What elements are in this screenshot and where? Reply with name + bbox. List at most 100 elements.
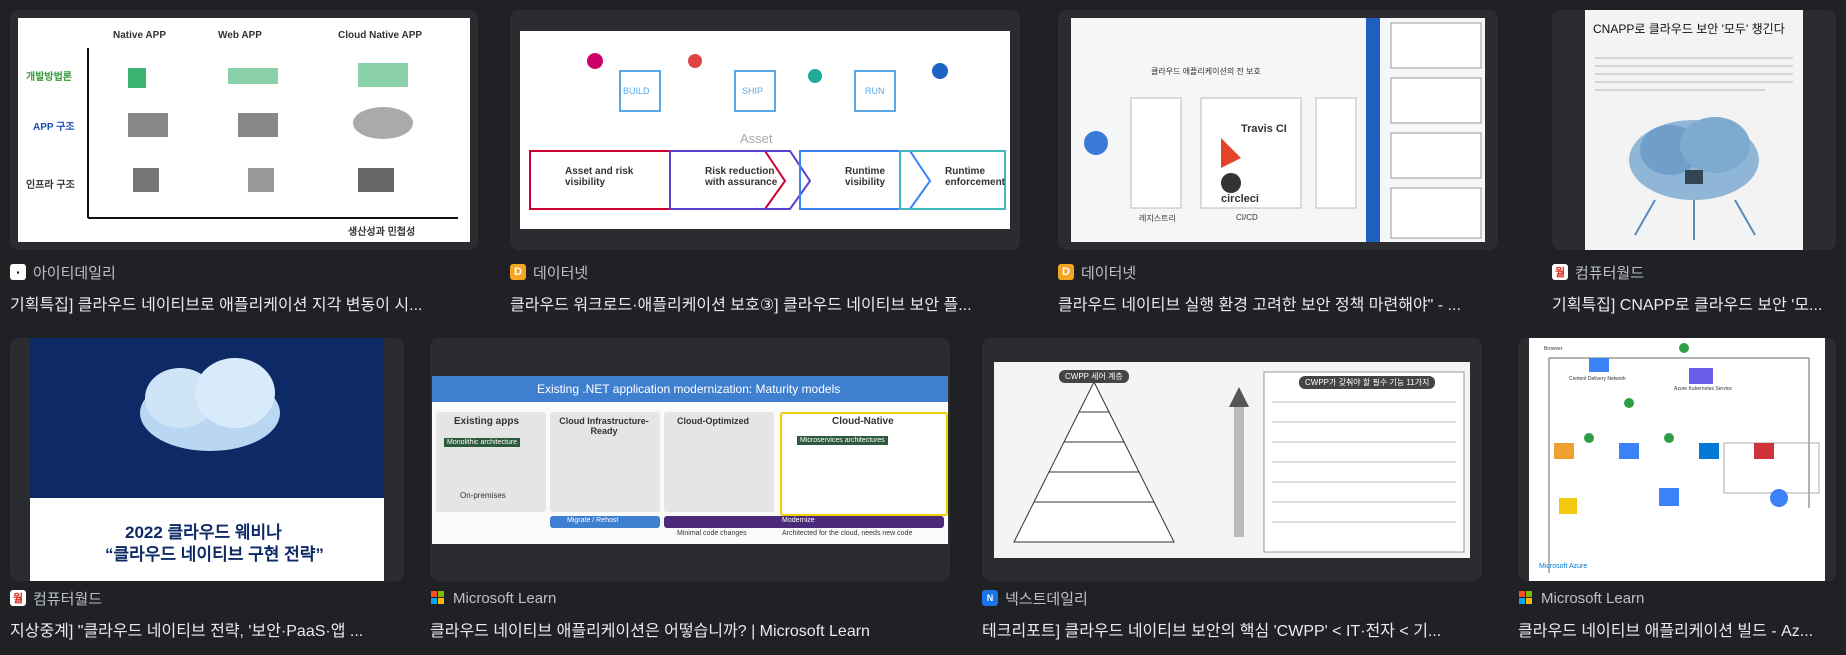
itdaily-icon: ▪ <box>10 264 26 280</box>
thumb-label: RUN <box>865 86 885 96</box>
result-source-1[interactable]: ▪ 아이티데일리 <box>10 262 478 282</box>
source-name: 아이티데일리 <box>33 264 116 282</box>
result-source-3[interactable]: D 데이터넷 <box>1058 262 1498 282</box>
security-pipeline-diagram <box>529 53 1006 210</box>
maturity-col-native <box>780 411 948 516</box>
thumb-label: On-premises <box>460 490 506 500</box>
maturity-header <box>432 375 948 402</box>
result-title-4[interactable]: 기획특집] CNAPP로 클라우드 보안 '모... <box>1552 297 1823 314</box>
result-card-4[interactable]: CNAPP로 클라우드 보안 '모두' 챙긴다 월 컴퓨터월드 기획특집] CN… <box>1552 10 1836 314</box>
result-thumbnail-3[interactable]: Travis CI circleci CI/CD 레지스트리 클라우드 애플리케… <box>1058 10 1498 250</box>
thumb-label: Cloud-Optimized <box>677 415 749 426</box>
thumb-label: BUILD <box>623 86 650 96</box>
thumb-label: Architected for the cloud, needs new cod… <box>782 529 913 537</box>
thumb-label: Existing .NET application modernization:… <box>537 381 841 396</box>
thumb-label: circleci <box>1221 193 1259 205</box>
thumb-label: Azure Kubernetes Service <box>1674 386 1733 392</box>
thumb-label: SHIP <box>742 86 764 96</box>
thumb-label: 레지스트리 <box>1139 214 1176 223</box>
source-name: 컴퓨터월드 <box>1575 264 1645 282</box>
thumb-label: Minimal code changes <box>677 529 747 537</box>
result-source-7[interactable]: N 넥스트데일리 <box>982 588 1482 608</box>
source-name: 데이터넷 <box>533 264 589 282</box>
datanet-icon: D <box>510 264 526 280</box>
result-thumbnail-5[interactable]: 2022 클라우드 웨비나 “클라우드 네이티브 구현 전략” <box>10 338 404 581</box>
computerworld-icon: 월 <box>10 590 26 606</box>
result-title-2[interactable]: 클라우드 워크로드·애플리케이션 보호③] 클라우드 네이티브 보안 플... <box>510 297 972 314</box>
result-title-3[interactable]: 클라우드 네이티브 실행 환경 고려한 보안 정책 마련해야" - ... <box>1058 297 1461 314</box>
thumb-label: Cloud-Native <box>832 415 894 427</box>
result-title-5[interactable]: 지상중계] "클라우드 네이티브 전략, '보안·PaaS·앱 ... <box>10 623 364 640</box>
thumb-label: Browser <box>1544 346 1563 352</box>
result-source-4[interactable]: 월 컴퓨터월드 <box>1552 262 1836 282</box>
result-card-6[interactable]: Existing .NET application modernization:… <box>430 338 950 640</box>
result-card-7[interactable]: CWPP 세어 계층 CWPP가 갖춰야 할 필수 기능 11가지 N 넥스트데… <box>982 338 1482 640</box>
thumb-label: CNAPP로 클라우드 보안 '모두' 챙긴다 <box>1593 22 1785 36</box>
migrate-bar <box>550 515 660 528</box>
source-name: 컴퓨터월드 <box>33 590 103 608</box>
modernize-bar <box>664 515 944 528</box>
result-source-2[interactable]: D 데이터넷 <box>510 262 1020 282</box>
result-thumbnail-2[interactable]: BUILD SHIP RUN Asset Asset and risk visi… <box>510 10 1020 250</box>
thumb-label: “클라우드 네이티브 구현 전략” <box>105 545 324 564</box>
thumb-label: 클라우드 애플리케이션의 전 보호 <box>1151 67 1261 76</box>
result-thumbnail-4[interactable]: CNAPP로 클라우드 보안 '모두' 챙긴다 <box>1552 10 1836 250</box>
thumb-label: Runtime enforcement <box>945 166 1006 188</box>
computerworld-icon: 월 <box>1552 264 1568 280</box>
result-source-6[interactable]: Microsoft Learn <box>430 588 950 608</box>
result-card-3[interactable]: Travis CI circleci CI/CD 레지스트리 클라우드 애플리케… <box>1058 10 1498 314</box>
thumb-label: Travis CI <box>1241 123 1287 135</box>
thumb-label: Asset <box>740 131 773 146</box>
microsoft-icon <box>1518 590 1534 606</box>
thumb-label: 인프라 구조 <box>26 180 75 191</box>
thumb-label: Modernize <box>782 516 815 524</box>
result-title-8[interactable]: 클라우드 네이티브 애플리케이션 빌드 - Az... <box>1518 623 1814 640</box>
maturity-col-optimized <box>664 411 774 512</box>
azure-architecture-diagram <box>1548 343 1820 573</box>
result-title-6[interactable]: 클라우드 네이티브 애플리케이션은 어떻습니까? | Microsoft Lea… <box>430 623 870 640</box>
source-name: 넥스트데일리 <box>1005 590 1088 608</box>
thumb-label: Asset and risk visibility <box>565 166 634 188</box>
thumb-label: Migrate / Rehost <box>567 516 619 524</box>
result-thumbnail-6[interactable]: Existing .NET application modernization:… <box>430 338 950 581</box>
result-card-5[interactable]: 2022 클라우드 웨비나 “클라우드 네이티브 구현 전략” 월 컴퓨터월드 … <box>10 338 404 640</box>
result-card-2[interactable]: BUILD SHIP RUN Asset Asset and risk visi… <box>510 10 1020 314</box>
result-thumbnail-8[interactable]: Browser Content Delivery Network Azure K… <box>1518 338 1836 581</box>
cwpp-pyramid-diagram <box>1013 371 1465 552</box>
result-card-1[interactable]: Native APP Web APP Cloud Native APP 개발방법… <box>10 10 478 314</box>
nextdaily-icon: N <box>982 590 998 606</box>
source-name: Microsoft Learn <box>1541 589 1645 607</box>
thumb-label: Web APP <box>218 30 262 41</box>
result-title-7[interactable]: 테크리포트] 클라우드 네이티브 보안의 핵심 'CWPP' < IT·전자 <… <box>982 623 1442 640</box>
cloud-evolution-diagram <box>87 48 458 219</box>
result-thumbnail-7[interactable]: CWPP 세어 계층 CWPP가 갖춰야 할 필수 기능 11가지 <box>982 338 1482 581</box>
result-source-8[interactable]: Microsoft Learn <box>1518 588 1836 608</box>
source-name: 데이터넷 <box>1081 264 1137 282</box>
result-card-8[interactable]: Browser Content Delivery Network Azure K… <box>1518 338 1836 640</box>
thumb-label: Existing apps <box>454 415 520 427</box>
maturity-col-existing <box>436 411 546 512</box>
datanet-icon: D <box>1058 264 1074 280</box>
cloud-webinar-banner <box>30 338 384 581</box>
result-source-5[interactable]: 월 컴퓨터월드 <box>10 588 404 608</box>
result-thumbnail-1[interactable]: Native APP Web APP Cloud Native APP 개발방법… <box>10 10 478 250</box>
thumb-label: CWPP가 갖춰야 할 필수 기능 11가지 <box>1299 375 1436 389</box>
source-name: Microsoft Learn <box>453 589 557 607</box>
thumb-label: Native APP <box>113 30 166 41</box>
cloud-security-illustration <box>1595 57 1793 240</box>
thumb-label: Cloud Infrastructure-Ready <box>559 415 649 436</box>
thumb-label: Risk reduction with assurance <box>705 166 778 188</box>
result-title-1[interactable]: 기획특집] 클라우드 네이티브로 애플리케이션 지각 변동이 시... <box>10 297 423 314</box>
cicd-security-diagram <box>1071 18 1485 242</box>
thumb-label: Content Delivery Network <box>1569 376 1626 382</box>
thumb-label: Microsoft Azure <box>1539 563 1588 570</box>
thumb-label: Runtime visibility <box>845 166 886 188</box>
thumb-label: Cloud Native APP <box>338 30 423 41</box>
thumb-label: CI/CD <box>1236 213 1258 222</box>
maturity-col-ready <box>550 411 660 512</box>
thumb-label: CWPP 세어 계층 <box>1059 369 1129 383</box>
microsoft-icon <box>430 590 446 606</box>
thumb-label: 생산성과 민첩성 <box>348 227 416 238</box>
thumb-label: 개발방법론 <box>26 72 72 83</box>
thumb-label: APP 구조 <box>33 122 75 133</box>
